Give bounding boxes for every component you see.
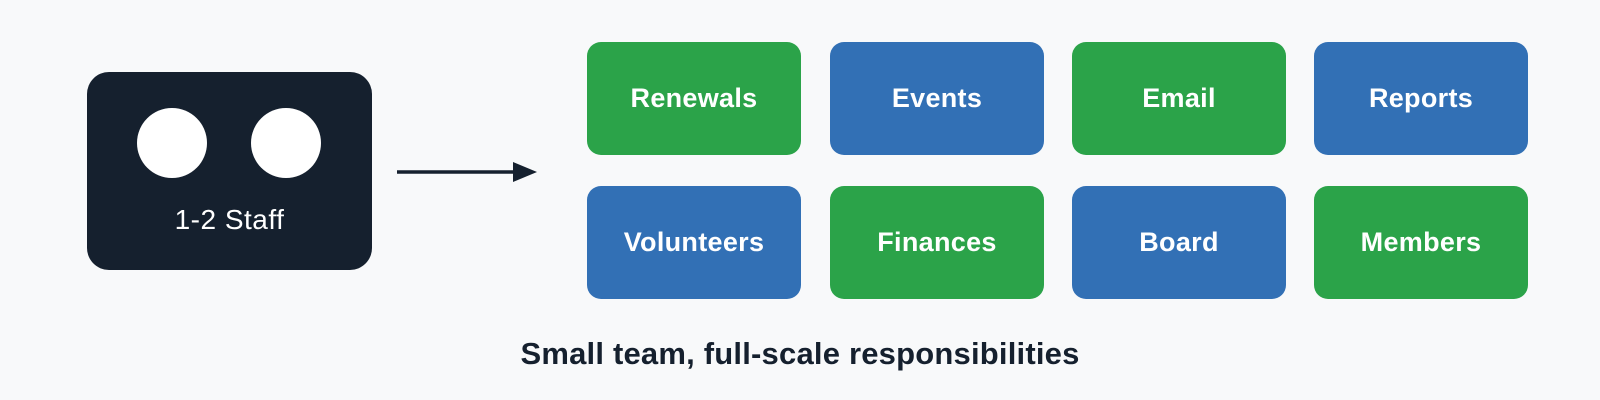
task-card-label: Volunteers (623, 227, 765, 257)
task-card-label: Events (891, 83, 983, 113)
task-card: Renewals (587, 42, 801, 155)
task-card-label: Finances (877, 227, 997, 257)
task-card: Members (1314, 186, 1528, 299)
task-card: Board (1072, 186, 1286, 299)
task-card: Reports (1314, 42, 1528, 155)
diagram-caption: Small team, full-scale responsibilities (520, 336, 1080, 371)
task-card-label: Email (1142, 83, 1216, 113)
right-arrow-icon (397, 162, 537, 182)
task-card-label: Renewals (630, 83, 758, 113)
task-card: Volunteers (587, 186, 801, 299)
task-card: Email (1072, 42, 1286, 155)
task-card-label: Members (1360, 227, 1482, 257)
task-card: Finances (830, 186, 1044, 299)
person-icon (137, 108, 207, 178)
staff-node: 1-2 Staff (87, 72, 372, 270)
task-card-label: Board (1139, 227, 1219, 257)
task-card: Events (830, 42, 1044, 155)
person-icon (251, 108, 321, 178)
staff-node-label: 1-2 Staff (174, 204, 285, 235)
task-card-label: Reports (1368, 83, 1474, 113)
